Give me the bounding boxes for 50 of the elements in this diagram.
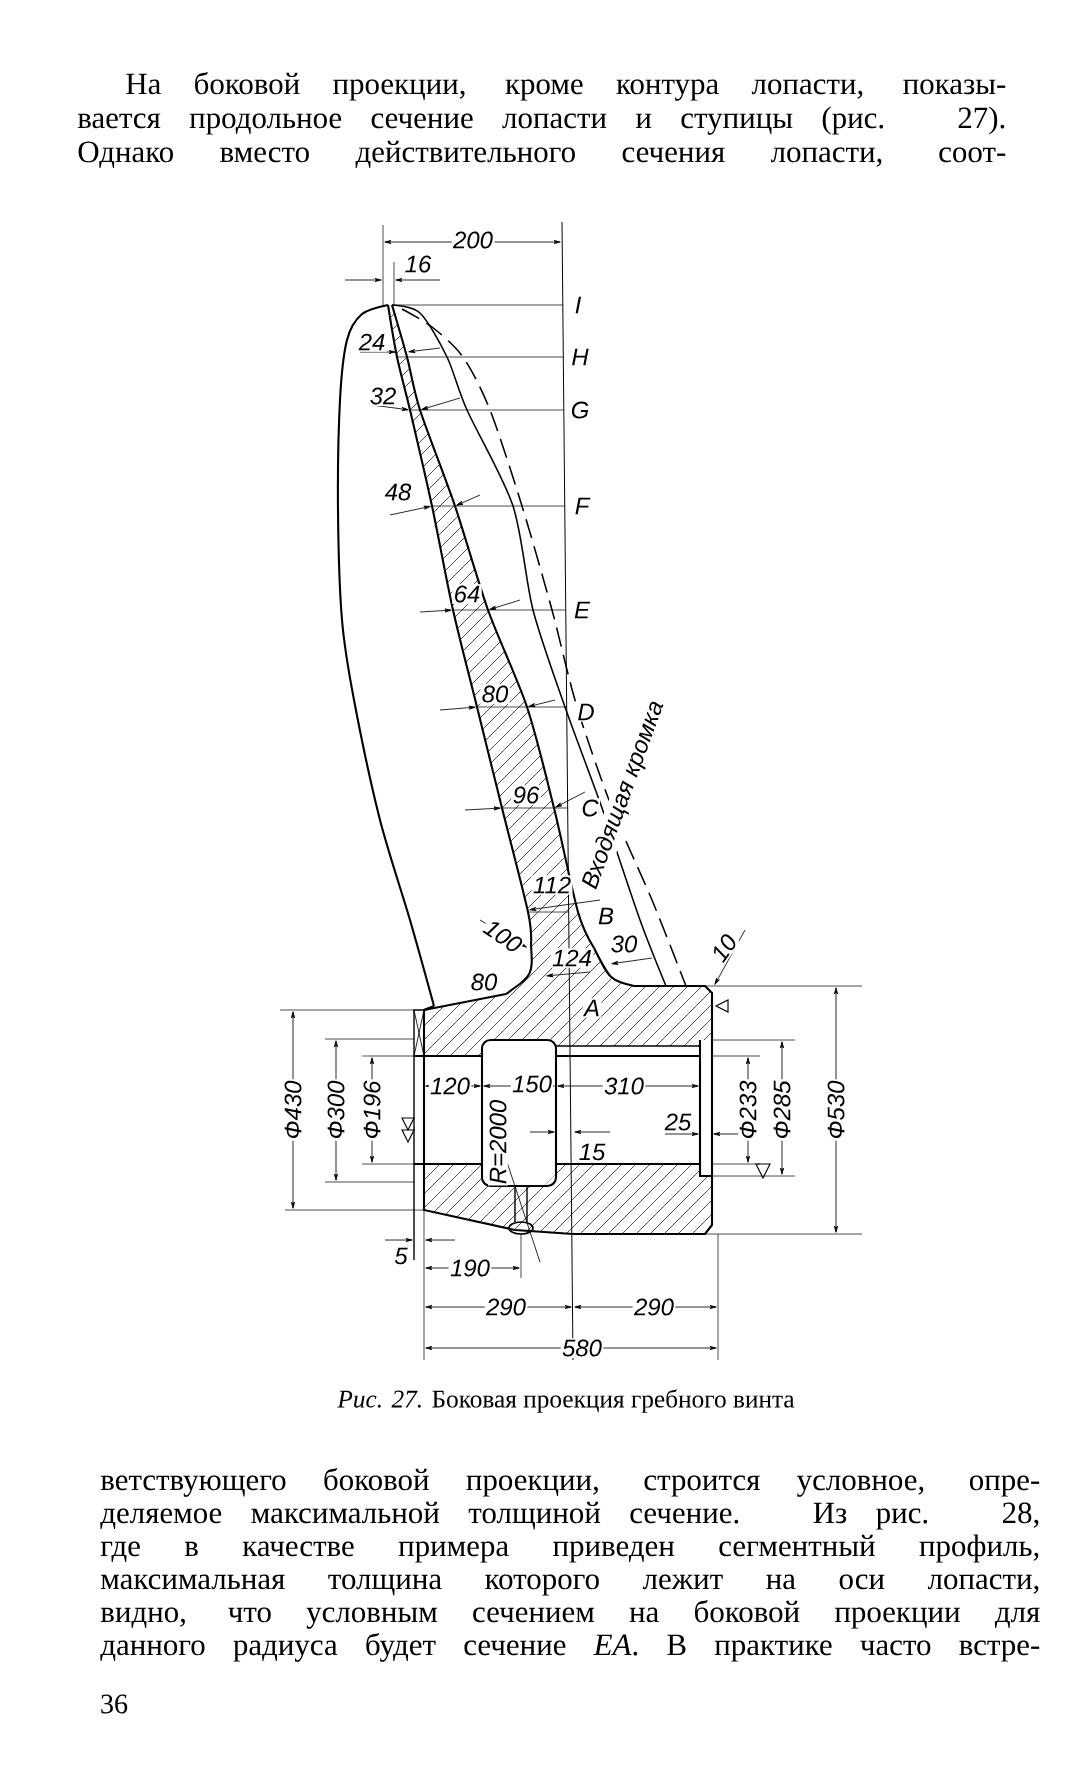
section-letter: A [582, 998, 602, 1018]
text-line: где в качестве примера приведен сегментный профиль, [100, 1534, 1039, 1563]
dimension-label: 310 [602, 1076, 646, 1096]
dimension-label: 64 [452, 584, 482, 604]
dimension-label: R=2000 [488, 1098, 508, 1186]
dimension-label: 25 [663, 1112, 693, 1132]
dimension-label: Ф300 [326, 1079, 346, 1141]
section-letter: I [573, 295, 583, 315]
text-line: Однако вместо действительного сечения лопасти, соот- [78, 140, 1006, 168]
text-line: На боковой проекции, кроме контура лопасти, показы- [126, 71, 1006, 101]
dimension-label: 30 [609, 934, 639, 954]
text-line: вается продольное сечение лопасти и ступицы (рис. 27). [77, 106, 1005, 135]
dimension-label: 190 [448, 1258, 492, 1278]
section-letter: H [569, 347, 591, 367]
text-line: ветствующего боковой проекции, строится условное, опре- [100, 1467, 1040, 1497]
dimension-label: 96 [511, 785, 541, 805]
text-line: данного радиуса будет сечение EA. В практике часто встре- [100, 1632, 1040, 1662]
dimension-label: 290 [632, 1297, 676, 1317]
dimension-label: 32 [368, 386, 398, 406]
dimension-label: 150 [510, 1074, 554, 1094]
dimension-label: 112 [531, 875, 573, 895]
dimension-label: Ф530 [826, 1079, 846, 1141]
dimension-label: 24 [357, 332, 387, 352]
dimension-label: Ф196 [362, 1079, 382, 1141]
figure-caption: Рис. 27. Боковая проекция гребного винта [337, 1389, 795, 1413]
section-letter: B [596, 906, 616, 926]
text-line: видно, что условным сечением на боковой проекции для [100, 1599, 1040, 1629]
text-line: максимальная толщина которого лежит на оси лопасти, [101, 1574, 1039, 1596]
dimension-label: 10 [707, 930, 741, 966]
dimension-label: 48 [383, 482, 413, 502]
page-number: 36 [101, 1694, 128, 1714]
section-letter: F [573, 496, 591, 516]
text-line: деляемое максимальной толщиной сечение. Из рис. 28, [100, 1501, 1039, 1530]
dimension-label: Ф285 [772, 1079, 792, 1141]
dimension-label: 580 [560, 1338, 604, 1358]
dimension-label: 15 [577, 1142, 607, 1162]
section-letter: D [575, 702, 597, 722]
dimension-label: 100 [479, 915, 527, 957]
dimension-label: 290 [484, 1297, 528, 1317]
dimension-label: 5 [392, 1246, 410, 1266]
dimension-label: Ф430 [283, 1079, 303, 1141]
dimension-label: 80 [469, 972, 499, 992]
dimension-label: Ф233 [738, 1079, 758, 1141]
dimension-label: 124 [550, 948, 594, 968]
dimension-label: 80 [480, 684, 510, 704]
dimension-label: 16 [403, 254, 433, 274]
section-letter: G [569, 400, 591, 420]
section-letter: E [572, 600, 592, 620]
dimension-label: 200 [451, 230, 495, 250]
dimension-label: 120 [428, 1076, 472, 1096]
